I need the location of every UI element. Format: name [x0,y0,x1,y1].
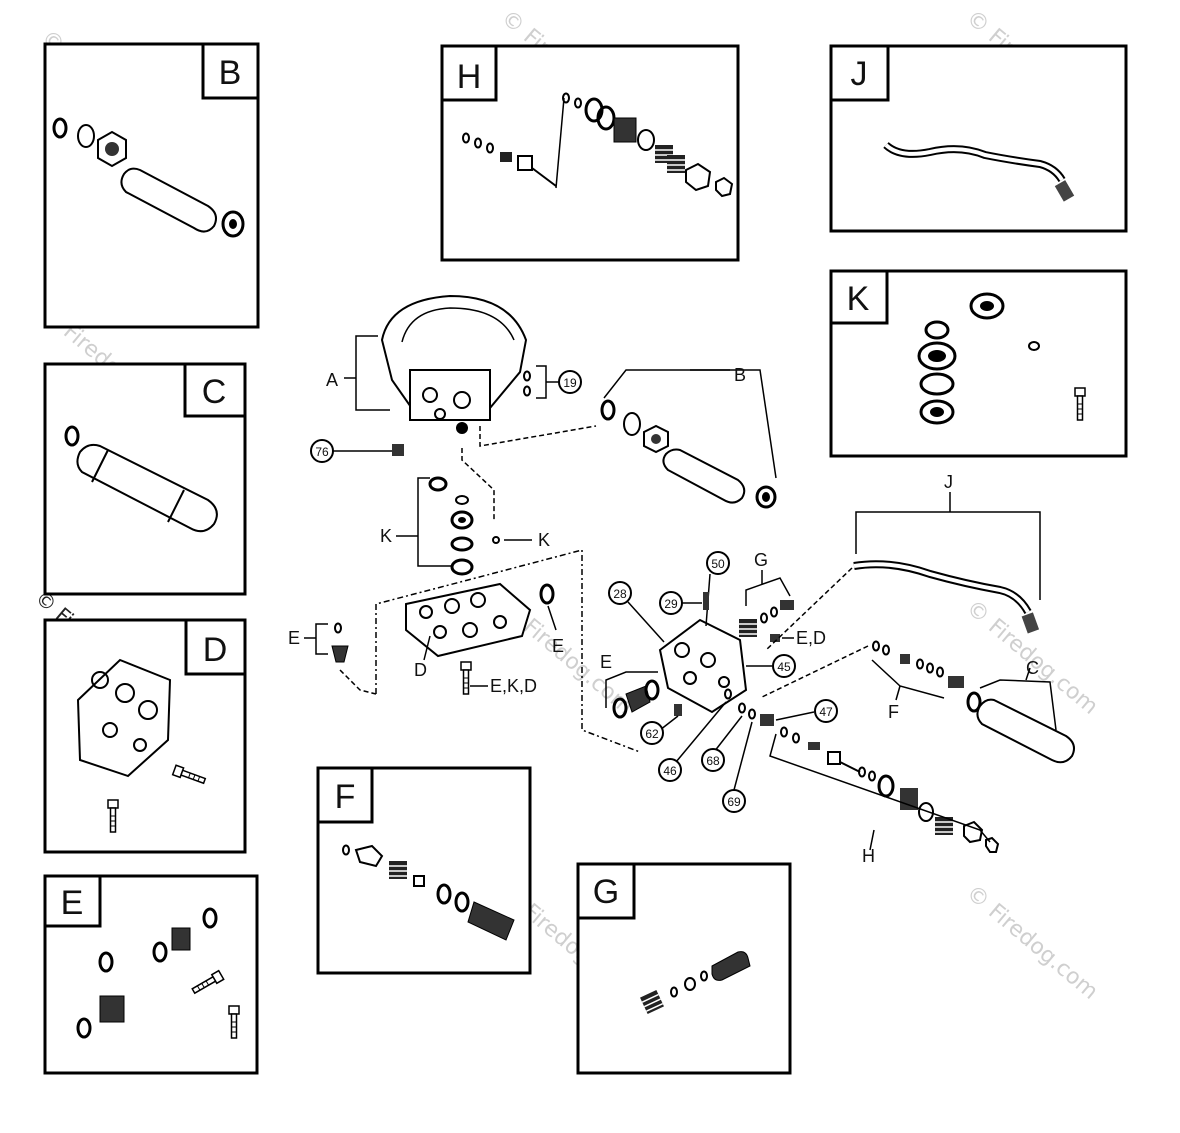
panel-label: B [219,54,242,92]
part-number: 28 [613,587,627,601]
panel-label: H [457,58,482,96]
panel-k: K [829,269,1128,458]
callout-g: G [754,550,768,570]
callout-d: D [414,660,427,680]
panel-label: G [593,873,619,911]
callout-ekd: E,K,D [490,676,537,696]
panel-f: F [316,766,532,975]
panel-j: J [829,44,1128,233]
callout-k-left: K [380,526,392,546]
part-number: 50 [711,557,725,571]
callout-b: B [734,365,746,385]
callout-h: H [862,846,875,866]
part-number: 29 [664,597,678,611]
part-number: 46 [663,764,677,778]
pump-assembly: A 19 76 B K [288,294,1075,866]
callout-ed: E,D [796,628,826,648]
part-number: 47 [819,705,833,719]
panel-label: C [202,373,227,411]
panel-h: H [440,44,740,262]
callout-f: F [888,702,899,722]
part-number: 45 [777,660,791,674]
watermark: © Firedog.com [961,880,1102,1004]
panel-label: K [847,280,870,318]
panel-c: C [43,362,247,596]
callout-j: J [944,472,953,492]
callout-e-mid: E [600,652,612,672]
panel-label: J [851,55,868,93]
callout-e-left: E [288,628,300,648]
panel-label: D [203,631,228,669]
callout-c: C [1026,658,1039,678]
part-number: 19 [563,376,577,390]
callout-e-d: E [552,636,564,656]
panel-label: F [335,778,356,816]
part-number: 69 [727,795,741,809]
panel-g: G [576,862,792,1075]
part-number: 76 [315,445,329,459]
part-number: 62 [645,727,659,741]
callout-k-right: K [538,530,550,550]
panel-b: B [43,42,260,329]
panel-d: D [43,618,247,854]
panel-label: E [61,884,84,922]
part-number: 68 [706,754,720,768]
panel-e: E [43,874,259,1075]
callout-a: A [326,370,338,390]
